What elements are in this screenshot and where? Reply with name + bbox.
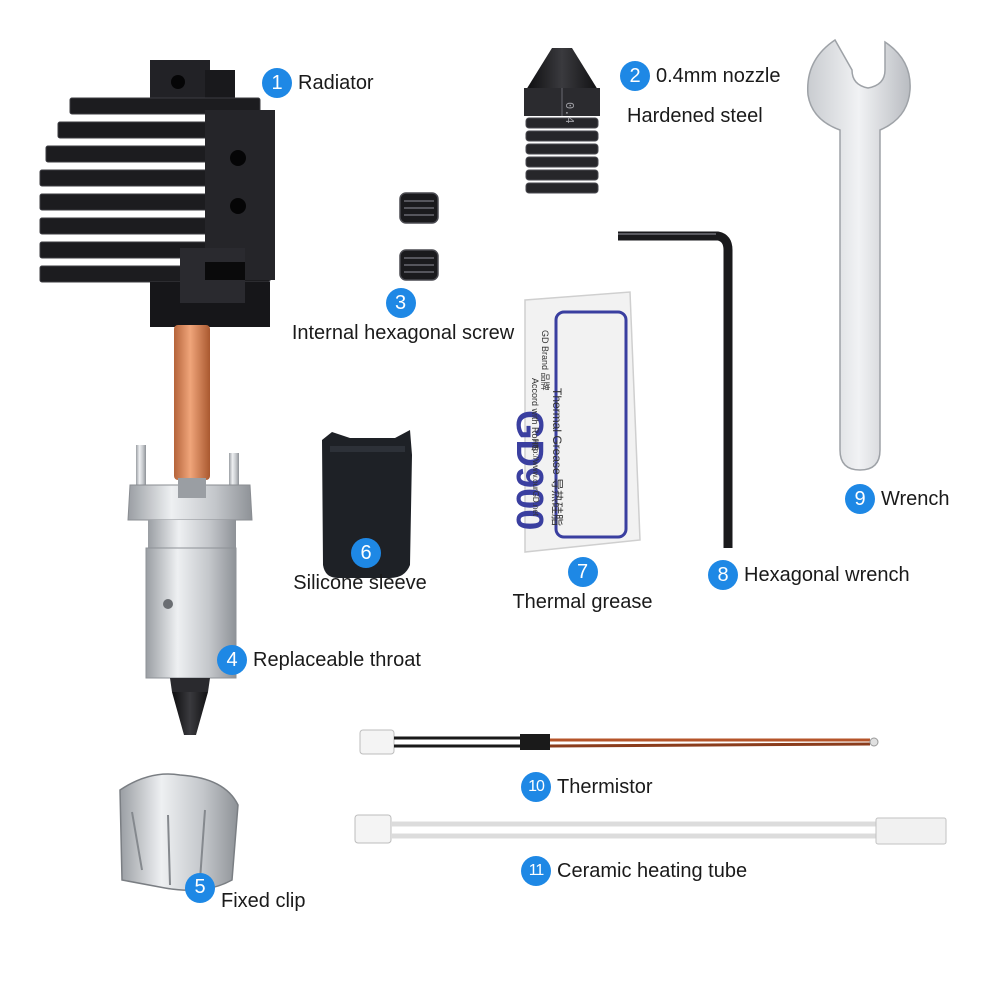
label-text: 0.4mm nozzle	[656, 64, 781, 87]
label-text: Wrench	[881, 487, 950, 510]
grease-line1: Thermal Grease 导热硅脂	[550, 388, 564, 527]
label-text: Hexagonal wrench	[744, 563, 910, 586]
badge-9: 9	[845, 484, 875, 514]
allen-key-icon	[618, 231, 733, 548]
badge-4: 4	[217, 645, 247, 675]
grease-line2: GD Brand 品牌	[540, 330, 550, 391]
grease-brand: GD900	[508, 410, 550, 531]
label-screw: 3 Internal hexagonal screw	[283, 288, 523, 345]
svg-text:0.4: 0.4	[562, 102, 576, 124]
badge-11: 11	[521, 856, 551, 886]
label-thermistor: 10 Thermistor	[521, 772, 653, 802]
label-clip: 5 Fixed clip	[185, 862, 305, 913]
label-wrench: 9 Wrench	[845, 484, 950, 514]
label-text: Replaceable throat	[253, 648, 421, 671]
badge-6: 6	[351, 538, 381, 568]
grease-line4: http://www.ourGD.net	[531, 440, 540, 517]
label-text: Thermal grease	[512, 591, 653, 613]
badge-3: 3	[385, 288, 416, 318]
label-text: Silicone sleeve	[293, 572, 427, 594]
grease-packet-icon	[524, 291, 641, 553]
label-nozzle: 2 0.4mm nozzle	[620, 61, 781, 91]
label-text: Ceramic heating tube	[557, 859, 748, 882]
label-throat: 4 Replaceable throat	[217, 645, 421, 675]
badge-10: 10	[521, 772, 551, 802]
badge-7: 7	[567, 557, 598, 587]
label-heater: 11 Ceramic heating tube	[521, 856, 747, 886]
label-text: Thermistor	[557, 775, 653, 798]
nozzle-icon: 0.4	[524, 48, 600, 194]
screw-icon	[399, 192, 439, 281]
label-text: Internal hexagonal screw	[291, 322, 515, 344]
wrench-icon	[806, 38, 911, 471]
badge-5: 5	[185, 872, 215, 903]
sleeve-icon	[322, 430, 412, 578]
badge-2: 2	[620, 61, 650, 91]
radiator-icon	[39, 60, 275, 327]
heater-tube-icon	[354, 814, 947, 845]
label-text: Fixed clip	[221, 890, 306, 912]
thermistor-icon	[359, 729, 879, 755]
label-text: Radiator	[298, 71, 374, 94]
badge-1: 1	[262, 68, 292, 98]
label-allen-key: 8 Hexagonal wrench	[708, 560, 910, 590]
label-nozzle-material: Hardened steel	[627, 105, 763, 127]
label-radiator: 1 Radiator	[262, 68, 374, 98]
label-sleeve: 6 Silicone sleeve	[280, 538, 440, 595]
label-grease: 7 Thermal grease	[500, 557, 665, 614]
badge-8: 8	[708, 560, 738, 590]
